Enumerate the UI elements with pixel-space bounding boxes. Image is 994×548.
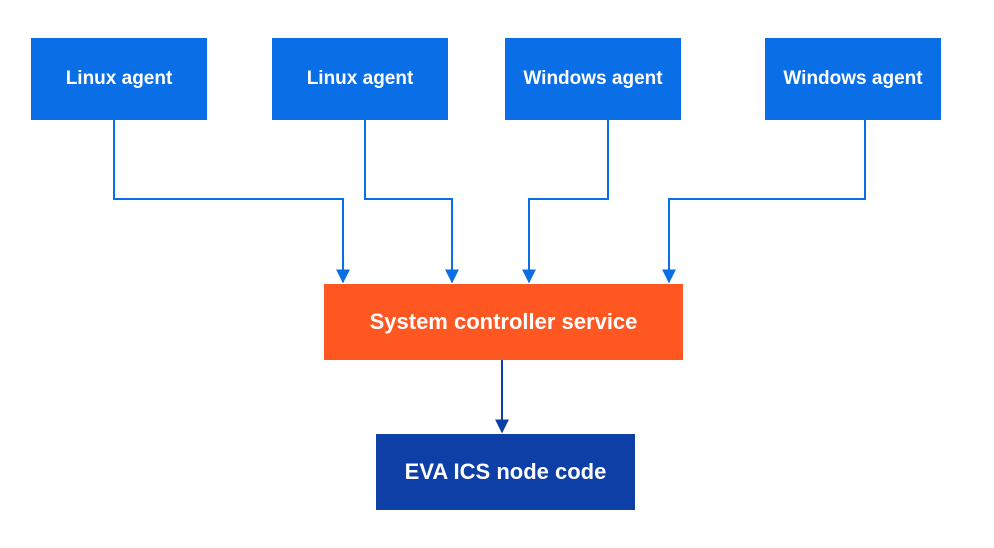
eva-ics-node-code-box: EVA ICS node code [376, 434, 635, 510]
linux-agent-box-2: Linux agent [272, 38, 448, 120]
connector-agent-4-to-controller [662, 120, 866, 284]
agent-label: Windows agent [523, 68, 663, 89]
agent-label: Linux agent [65, 68, 173, 89]
connector-agent-3-to-controller [522, 120, 609, 284]
connector-agent-1-to-controller [113, 120, 350, 284]
system-controller-service-box: System controller service [324, 284, 683, 360]
linux-agent-box-1: Linux agent [31, 38, 207, 120]
controller-label: System controller service [369, 309, 638, 334]
agent-label: Linux agent [306, 68, 414, 89]
node-label: EVA ICS node code [404, 459, 607, 484]
agent-label: Windows agent [783, 68, 923, 89]
connector-agent-2-to-controller [364, 120, 459, 284]
windows-agent-box-1: Windows agent [505, 38, 681, 120]
windows-agent-box-2: Windows agent [765, 38, 941, 120]
